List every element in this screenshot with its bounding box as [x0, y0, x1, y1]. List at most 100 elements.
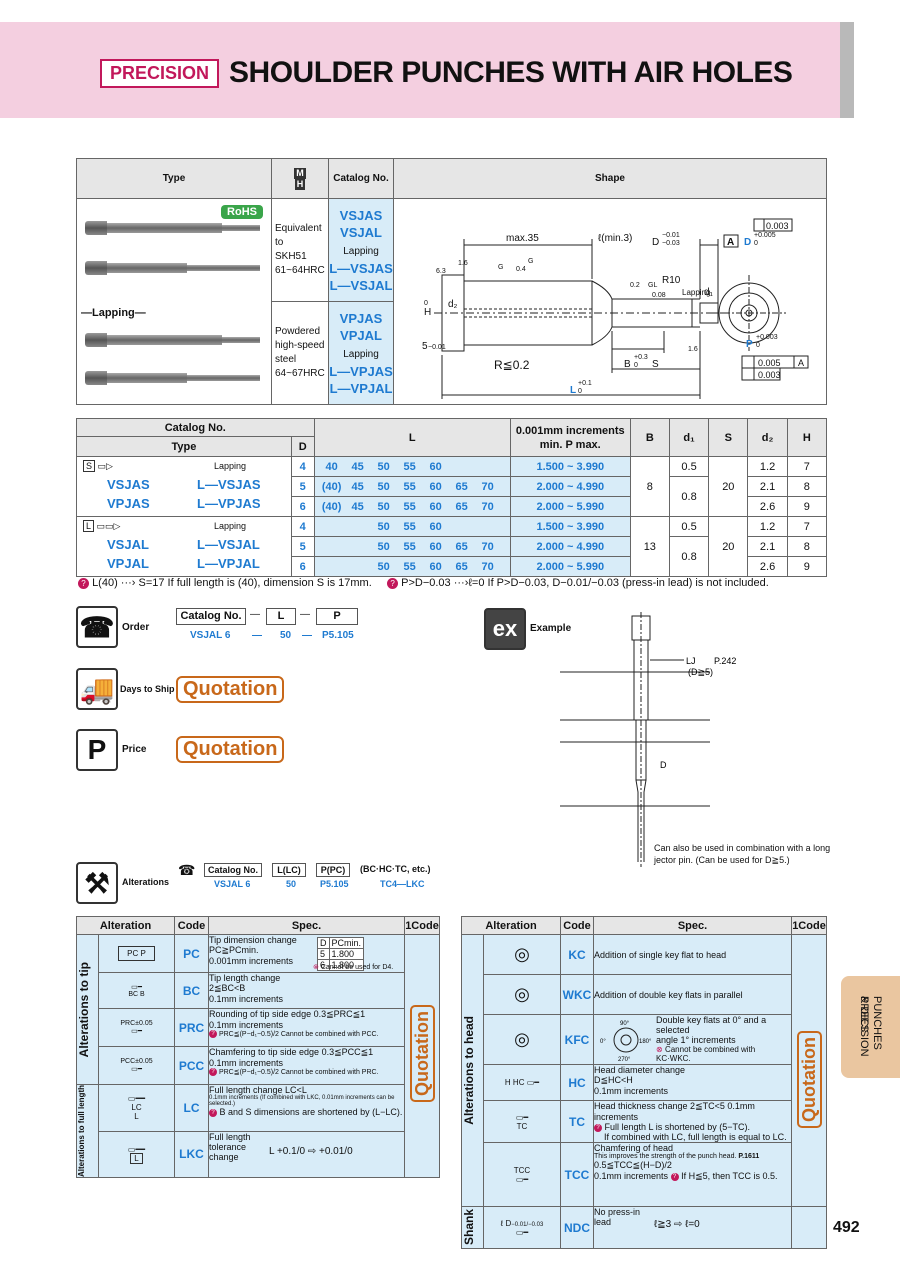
svg-text:1.6: 1.6 — [688, 346, 698, 353]
catalog-cell-1: VSJAS VSJAL Lapping L—VSJAS L—VSJAL — [328, 198, 394, 302]
svg-text:0.003: 0.003 — [766, 221, 789, 231]
h-s: S — [708, 418, 749, 457]
punch-image-3 — [85, 333, 260, 347]
order-box-catalog: Catalog No. — [176, 608, 246, 625]
alteration-row-pcc: PCC±0.05▭━ PCC Chamfering to tip side ed… — [77, 1046, 440, 1085]
table-row: S ▭▷ Lapping VSJAS L—VSJAS VPJAS L—VPJAS… — [76, 456, 828, 517]
alteration-tip-table: Alteration Code Spec. 1Code Alterations … — [76, 916, 440, 1178]
h-l: L — [313, 418, 511, 457]
svg-text:0: 0 — [756, 342, 760, 349]
shape-drawing: max.35 ℓ(min.3) D −0.01 −0.03 R10 Lappin… — [393, 198, 827, 405]
svg-text:D: D — [744, 237, 751, 248]
svg-text:+0.3: +0.3 — [634, 354, 648, 361]
svg-text:6.3: 6.3 — [436, 268, 446, 275]
svg-text:D: D — [660, 760, 667, 770]
svg-text:1.6: 1.6 — [458, 260, 468, 267]
h-type: Type — [76, 436, 292, 457]
svg-text:270°: 270° — [618, 1057, 631, 1063]
quotation-badge-left: Quotation — [409, 1005, 435, 1102]
svg-text:90°: 90° — [620, 1021, 630, 1027]
svg-text:0.08: 0.08 — [652, 292, 666, 299]
dim-l: L — [570, 385, 576, 396]
order-box-l: L — [266, 608, 296, 625]
h-b: B — [629, 418, 670, 457]
svg-text:GL: GL — [648, 282, 657, 289]
dim-max35: max.35 — [506, 233, 539, 244]
svg-text:G: G — [528, 258, 533, 265]
dim-d1: d₁ — [704, 287, 714, 298]
material-1: Equivalent to SKH51 61~64HRC — [271, 198, 329, 302]
dim-s: S — [652, 359, 659, 370]
dim-r02: R≦0.2 — [494, 358, 530, 372]
catalog-cell-2: VPJAS VPJAL Lapping L—VPJAS L—VPJAL — [328, 301, 394, 405]
svg-text:P: P — [746, 339, 753, 350]
example-drawing: LJ P.242 (D≧5) D — [560, 612, 736, 867]
price-label: Price — [122, 744, 147, 755]
note-icon: ? — [387, 577, 399, 589]
svg-text:A: A — [798, 358, 804, 368]
svg-text:+0.005: +0.005 — [754, 232, 776, 239]
header-banner: PRECISION SHOULDER PUNCHES WITH AIR HOLE… — [0, 22, 854, 118]
kfc-figure: ◎ — [483, 1014, 561, 1065]
svg-text:0: 0 — [578, 388, 582, 395]
h-catalog: Catalog No. — [76, 418, 315, 437]
example-icon: ex — [484, 608, 526, 650]
rohs-badge: RoHS — [221, 205, 263, 219]
svg-text:0: 0 — [424, 300, 428, 307]
svg-text:−0.03: −0.03 — [662, 240, 680, 247]
order-value-l: 50 — [280, 630, 292, 641]
col-shape: Shape — [393, 158, 827, 199]
svg-text:Lapping: Lapping — [682, 288, 710, 297]
quotation-badge-right: Quotation — [796, 1031, 822, 1128]
dim-r10: R10 — [662, 275, 681, 286]
col-catalog: Catalog No. — [328, 158, 394, 199]
svg-text:0: 0 — [634, 362, 638, 369]
days-quotation: Quotation — [176, 676, 285, 703]
alteration-row-tcc: TCC▭━ TCC Chamfering of head This improv… — [462, 1142, 827, 1207]
svg-text:P.242: P.242 — [714, 656, 736, 666]
order-box-p: P — [316, 608, 358, 625]
svg-text:LJ: LJ — [686, 656, 696, 666]
col-type: Type — [76, 158, 272, 199]
example-label: Example — [530, 623, 572, 634]
type-shape-table: Type M H Catalog No. Shape RoHS —Lapping… — [76, 158, 827, 405]
alterations-label: Alterations — [122, 877, 170, 887]
svg-text:0: 0 — [754, 240, 758, 247]
alteration-row-lkc: ▭━━L LKC Full length tolerance change L … — [77, 1130, 440, 1178]
svg-text:0.2: 0.2 — [630, 282, 640, 289]
svg-text:−0.01: −0.01 — [428, 344, 446, 351]
truck-icon: 🚚 — [76, 668, 118, 710]
svg-text:0°: 0° — [600, 1039, 606, 1045]
h-d1: d₁ — [668, 418, 710, 457]
svg-text:−0.01: −0.01 — [662, 232, 680, 239]
svg-text:G: G — [498, 264, 503, 271]
dim-h: H — [424, 307, 431, 318]
lapping-label: —Lapping— — [81, 307, 146, 319]
datum-a: A — [727, 237, 734, 248]
svg-text:(D≧5): (D≧5) — [688, 667, 713, 677]
svg-text:+0.1: +0.1 — [578, 380, 592, 387]
alteration-row-bc: ▭━BC B BC Tip length change 2≦BC<B 0.1mm… — [77, 972, 440, 1009]
svg-text:0.005: 0.005 — [758, 358, 781, 368]
alterations-phone-icon: ☎ — [178, 862, 196, 878]
svg-text:0.003: 0.003 — [758, 370, 781, 380]
price-quotation: Quotation — [176, 736, 285, 763]
h-d: D — [290, 436, 315, 457]
note-icon: ? — [78, 577, 89, 589]
dim-lmin: ℓ(min.3) — [598, 233, 632, 244]
alteration-row-kc: Alterations to head ◎ KC Addition of sin… — [461, 934, 827, 1207]
punch-image-2 — [85, 261, 260, 275]
alteration-row-hc: H HC ▭━ HC Head diameter change D≦HC<H 0… — [462, 1064, 827, 1101]
alterations-icon: ⚒ — [76, 862, 118, 904]
material-2: Powdered high-speed steel 64~67HRC — [271, 301, 329, 405]
order-value-catalog: VSJAL 6 — [190, 630, 231, 641]
order-value-p: P5.105 — [322, 630, 354, 641]
